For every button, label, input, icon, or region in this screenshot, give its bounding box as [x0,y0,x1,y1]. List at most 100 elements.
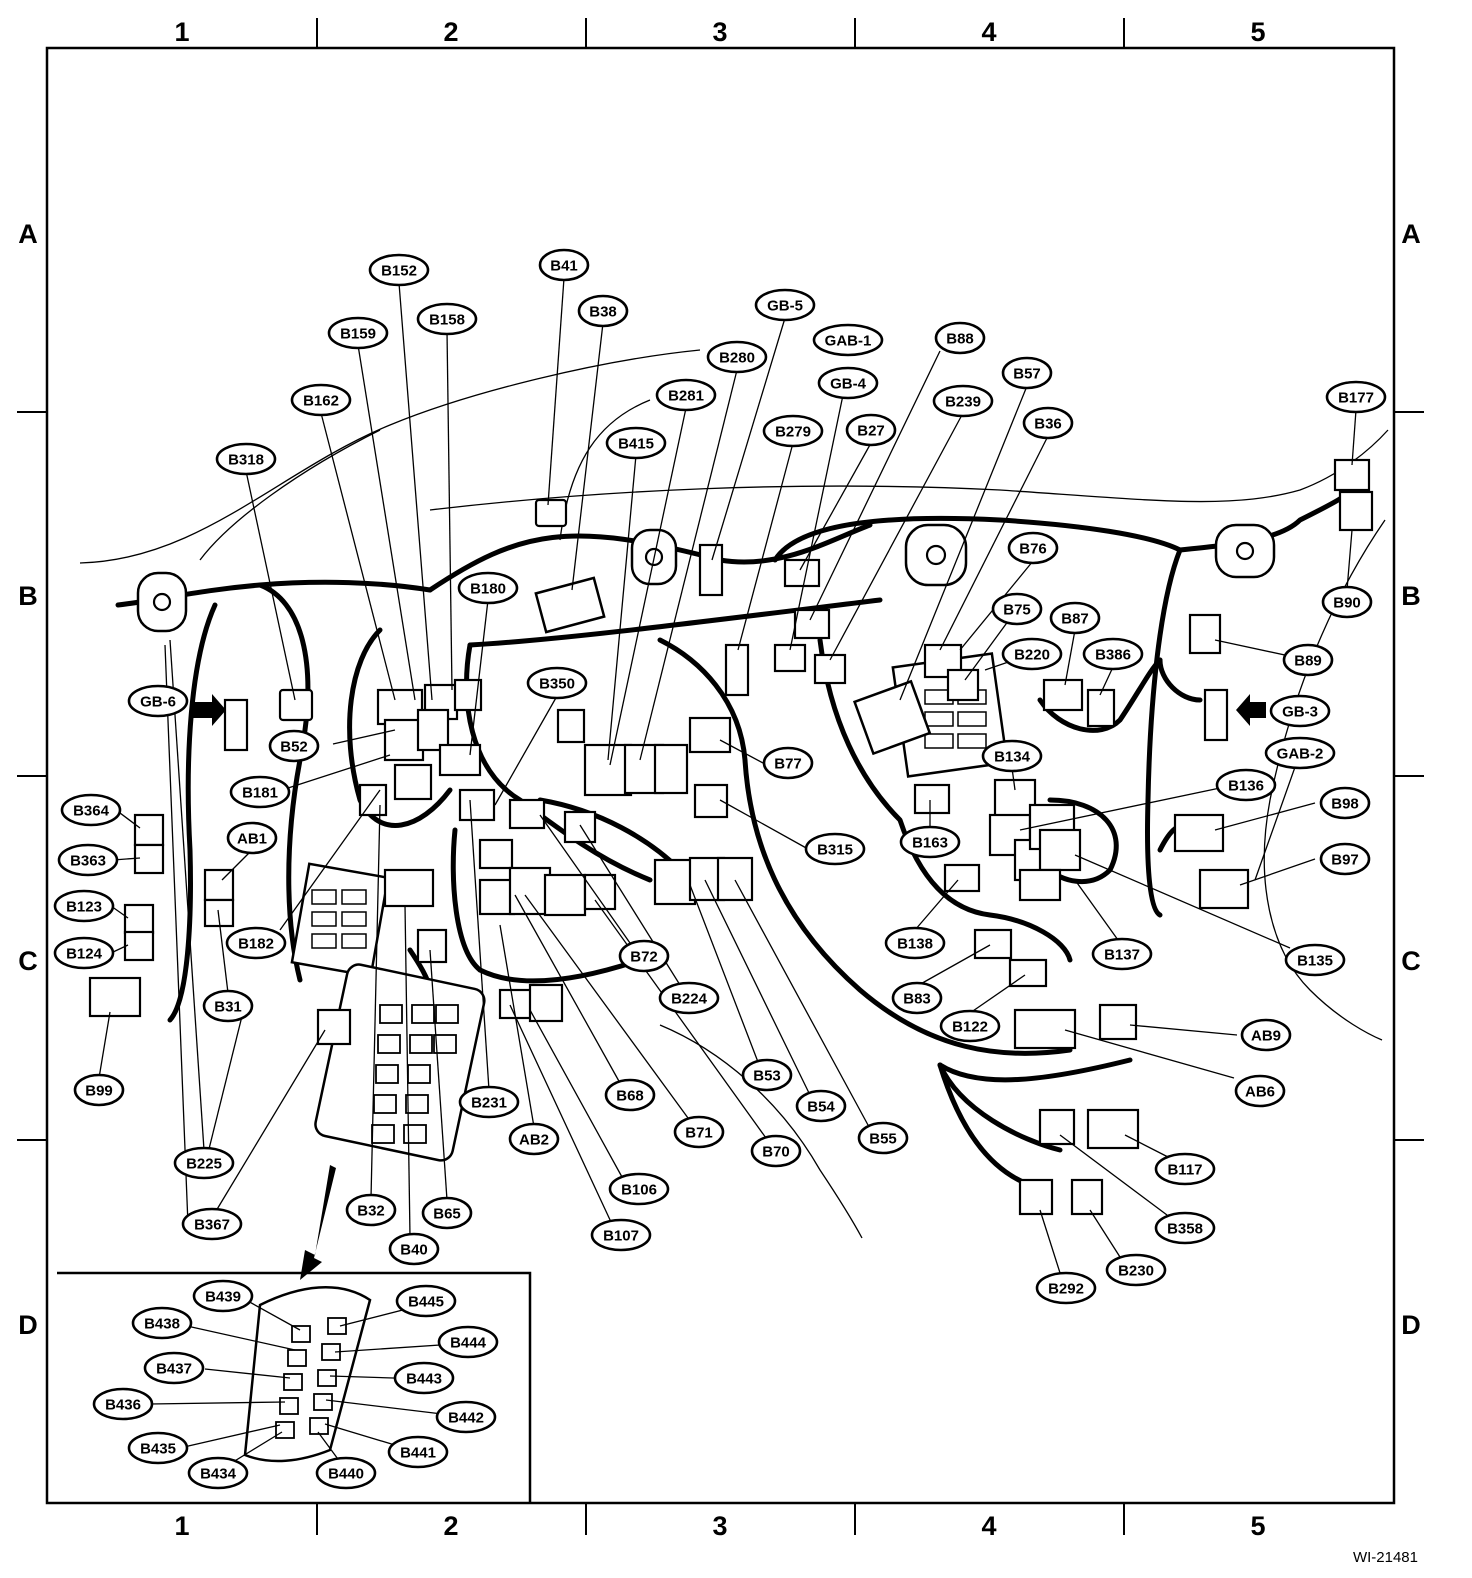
callout-oval [127,1431,189,1465]
callout-b439: B439 [192,1279,254,1313]
callout-b415: B415 [605,426,667,460]
callout-oval [1282,643,1334,677]
callout-oval [458,1085,520,1119]
callout-label: B57 [1013,366,1041,383]
callout-oval [60,793,122,827]
callout-oval [526,666,588,700]
callout-label: B225 [186,1156,222,1173]
grid-row-a-right: A [1401,219,1421,249]
callout-b281: B281 [655,378,717,412]
callout-label: B89 [1294,653,1322,670]
callout-oval [315,1456,377,1490]
callout-oval [92,1387,154,1421]
callout-oval [932,384,994,418]
callout-oval [508,1122,560,1156]
callout-oval [706,340,768,374]
gb6-arrow-icon [192,694,226,726]
callout-gb-5: GB-5 [754,288,816,322]
callout-oval [673,1115,725,1149]
callout-label: B41 [550,258,578,275]
callout-label: B239 [945,394,981,411]
callout-label: B137 [1104,947,1140,964]
callout-oval [590,1218,652,1252]
callout-label: B90 [1333,595,1361,612]
callout-label: B177 [1338,390,1374,407]
ground-arrows [192,694,1266,1280]
callout-b40: B40 [388,1232,440,1266]
callout-b36: B36 [1022,406,1074,440]
callout-label: B163 [912,835,948,852]
callout-label: GAB-2 [1277,746,1324,763]
callout-label: B386 [1095,647,1131,664]
callout-label: AB6 [1245,1084,1275,1101]
callout-b350: B350 [526,666,588,700]
callout-oval [421,1196,473,1230]
callout-b180: B180 [457,571,519,605]
grid-col-3-top: 3 [712,17,727,47]
callout-oval [939,1009,1001,1043]
callout-oval [131,1306,193,1340]
connectors [88,458,1374,1216]
grid-row-a-left: A [18,219,38,249]
callout-label: B220 [1014,647,1050,664]
callout-b137: B137 [1091,937,1153,971]
callout-label: B77 [774,756,802,773]
callout-oval [73,1073,125,1107]
callout-oval [202,989,254,1023]
callout-oval [393,1361,455,1395]
callout-label: B107 [603,1228,639,1245]
callout-label: B292 [1048,1281,1084,1298]
callout-label: B438 [144,1316,180,1333]
callout-gab-2: GAB-2 [1264,736,1336,770]
callout-label: GB-3 [1282,704,1318,721]
callout-oval [750,1134,802,1168]
callout-label: B123 [66,899,102,916]
callout-oval [804,832,866,866]
callout-b72: B72 [618,939,670,973]
grid-col-1-top: 1 [174,17,189,47]
callout-oval [1269,694,1331,728]
callout-oval [435,1400,497,1434]
callout-label: B122 [952,1019,988,1036]
callout-oval [226,821,278,855]
callout-b88: B88 [934,321,986,355]
callout-oval [604,1078,656,1112]
grid-col-1-bottom: 1 [174,1511,189,1541]
grid-row-c-left: C [18,946,38,976]
callout-label: GB-4 [830,376,866,393]
callout-oval [812,323,884,357]
callout-b122: B122 [939,1009,1001,1043]
grid-col-5-top: 5 [1250,17,1265,47]
callout-b292: B292 [1035,1271,1097,1305]
callout-oval [1154,1152,1216,1186]
callout-b224: B224 [658,981,720,1015]
callout-gb-4: GB-4 [817,366,879,400]
callout-label: B437 [156,1361,192,1378]
callout-b279: B279 [762,414,824,448]
callout-b107: B107 [590,1218,652,1252]
callout-oval [981,739,1043,773]
callout-b442: B442 [435,1400,497,1434]
callout-b437: B437 [143,1351,205,1385]
grid-row-c-right: C [1401,946,1421,976]
callout-oval [655,378,717,412]
callout-b75: B75 [991,592,1043,626]
callout-b445: B445 [395,1284,457,1318]
callout-label: B117 [1167,1162,1202,1179]
callout-label: B158 [429,312,465,329]
callout-label: B38 [589,304,617,321]
callout-oval [762,414,824,448]
callout-oval [1325,380,1387,414]
callout-oval [368,253,430,287]
callout-b134: B134 [981,739,1043,773]
callout-b136: B136 [1215,768,1277,802]
callout-label: B182 [238,936,274,953]
callout-b38: B38 [577,294,629,328]
callout-b434: B434 [187,1456,249,1490]
callout-b231: B231 [458,1085,520,1119]
callout-b386: B386 [1082,637,1144,671]
callout-b220: B220 [1001,637,1063,671]
callout-oval [1319,842,1371,876]
callout-b436: B436 [92,1387,154,1421]
callout-ab2: AB2 [508,1122,560,1156]
